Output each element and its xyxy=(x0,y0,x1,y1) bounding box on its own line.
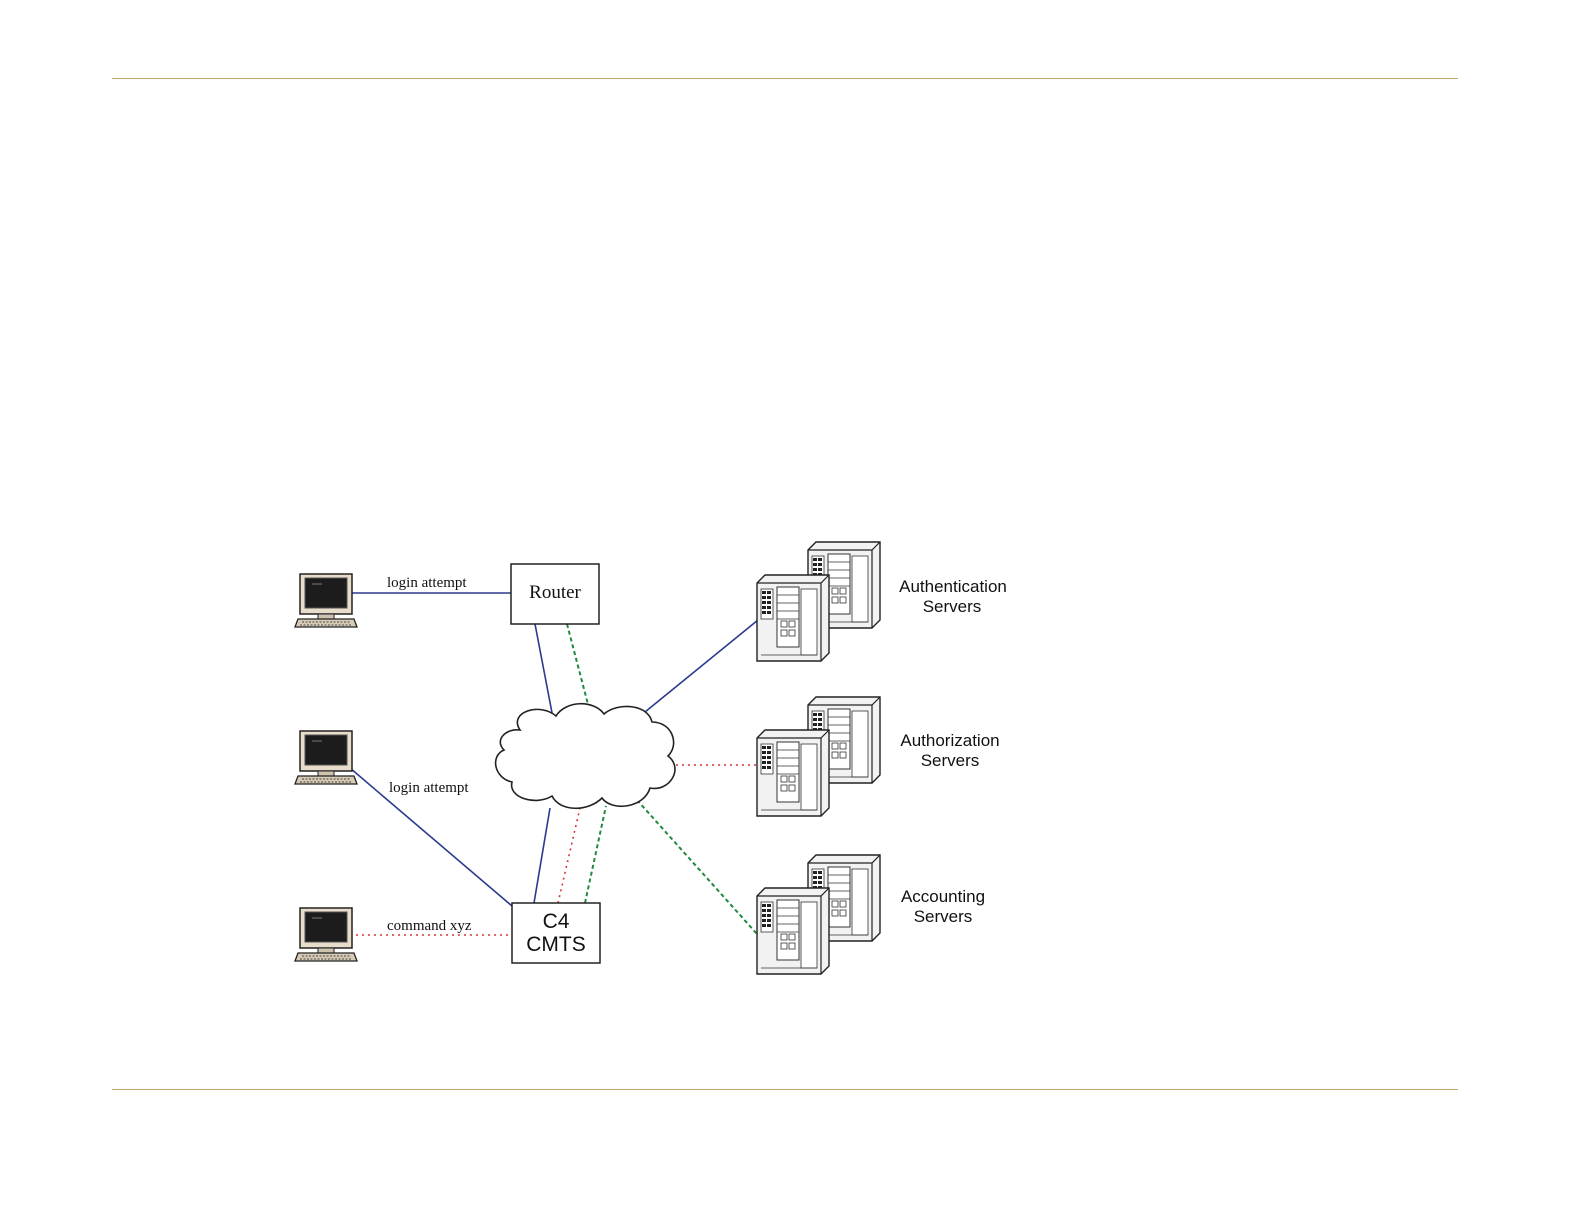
authorization-label-line2: Servers xyxy=(921,751,980,770)
router-label: Router xyxy=(529,582,581,603)
cloud-icon xyxy=(496,704,675,809)
link-label-ws3: command xyz xyxy=(387,918,472,934)
accounting-label-line2: Servers xyxy=(914,907,973,926)
authorization-servers: Authorization Servers xyxy=(757,697,1000,816)
authentication-label-line1: Authentication xyxy=(899,577,1007,596)
router-node: Router xyxy=(511,564,599,624)
accounting-servers: Accounting Servers xyxy=(757,855,985,974)
workstation-icon xyxy=(295,908,357,961)
server-icon xyxy=(757,888,829,974)
server-icon xyxy=(757,730,829,816)
workstation-icon xyxy=(295,731,357,784)
link-cmts-cloud-red xyxy=(558,808,580,903)
link-cloud-accounting xyxy=(637,800,757,934)
link-cmts-cloud-green xyxy=(585,806,606,903)
server-icon xyxy=(757,575,829,661)
link-cmts-cloud-blue xyxy=(534,808,550,903)
cmts-label-line2: CMTS xyxy=(526,933,586,956)
link-router-cloud-blue xyxy=(535,624,553,718)
authentication-servers: Authentication Servers xyxy=(757,542,1007,661)
authentication-label-line2: Servers xyxy=(923,597,982,616)
authorization-label-line1: Authorization xyxy=(900,731,999,750)
link-label-ws2: login attempt xyxy=(389,780,469,796)
link-label-ws1: login attempt xyxy=(387,575,467,591)
link-cloud-authentication xyxy=(645,620,758,712)
accounting-label-line1: Accounting xyxy=(901,887,985,906)
cmts-node: C4 CMTS xyxy=(512,903,600,963)
cmts-label-line1: C4 xyxy=(543,910,570,933)
workstation-icon xyxy=(295,574,357,627)
link-router-cloud-green xyxy=(567,624,590,712)
